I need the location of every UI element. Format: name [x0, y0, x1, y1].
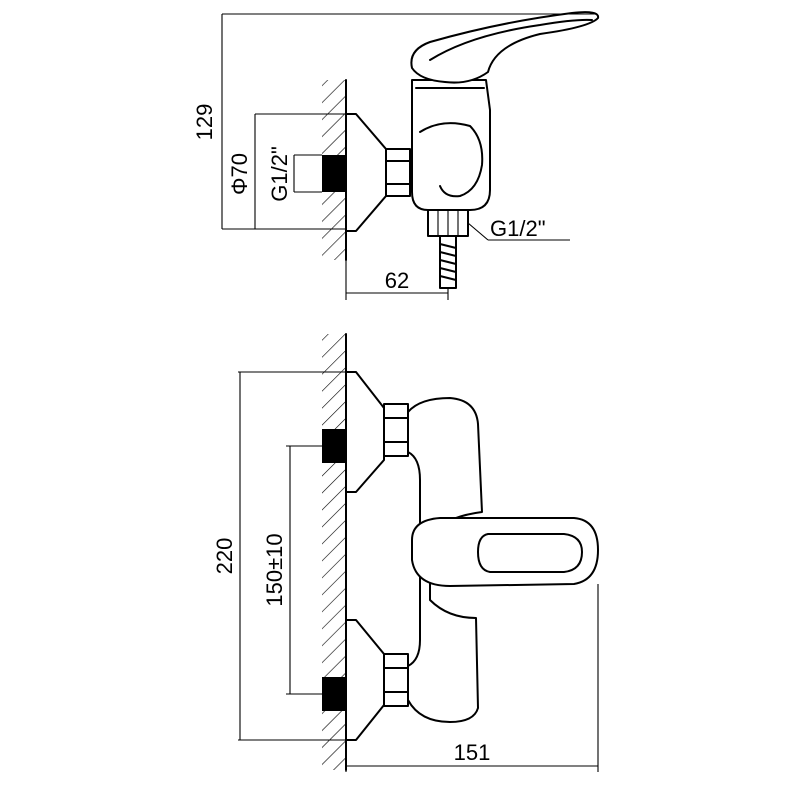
- hex-nut-side: [385, 148, 411, 197]
- dim-front-projection: 151: [454, 740, 491, 765]
- front-view: 220 150±10 151: [212, 333, 599, 772]
- dim-overall-width: 220: [212, 538, 237, 575]
- lever-handle-inset: [477, 533, 583, 573]
- dim-flange-diameter: Φ70: [227, 153, 252, 195]
- dim-inlet-spacing: 150±10: [262, 533, 287, 606]
- hex-nut-upper: [383, 403, 409, 457]
- flange-lower: [345, 619, 385, 741]
- flange-upper: [345, 371, 385, 493]
- inlet-thread-side: [322, 155, 346, 192]
- cartridge-side: [419, 122, 484, 198]
- mixer-body-front: [407, 397, 483, 723]
- hex-nut-lower: [383, 653, 409, 707]
- dim-side-projection: 62: [385, 268, 409, 293]
- mixer-body-side: [411, 79, 491, 211]
- dim-outlet-thread: G1/2": [490, 216, 546, 241]
- hose-thread-side: [439, 235, 457, 289]
- side-view: 129 Φ70 G1/2" G1/2" 62: [192, 11, 600, 300]
- inlet-thread-upper: [322, 429, 346, 463]
- dim-inlet-thread: G1/2": [267, 146, 292, 202]
- flange-side: [345, 113, 387, 232]
- inlet-thread-lower: [322, 677, 346, 711]
- lever-handle-side: [410, 11, 600, 84]
- dim-overall-height: 129: [192, 104, 217, 141]
